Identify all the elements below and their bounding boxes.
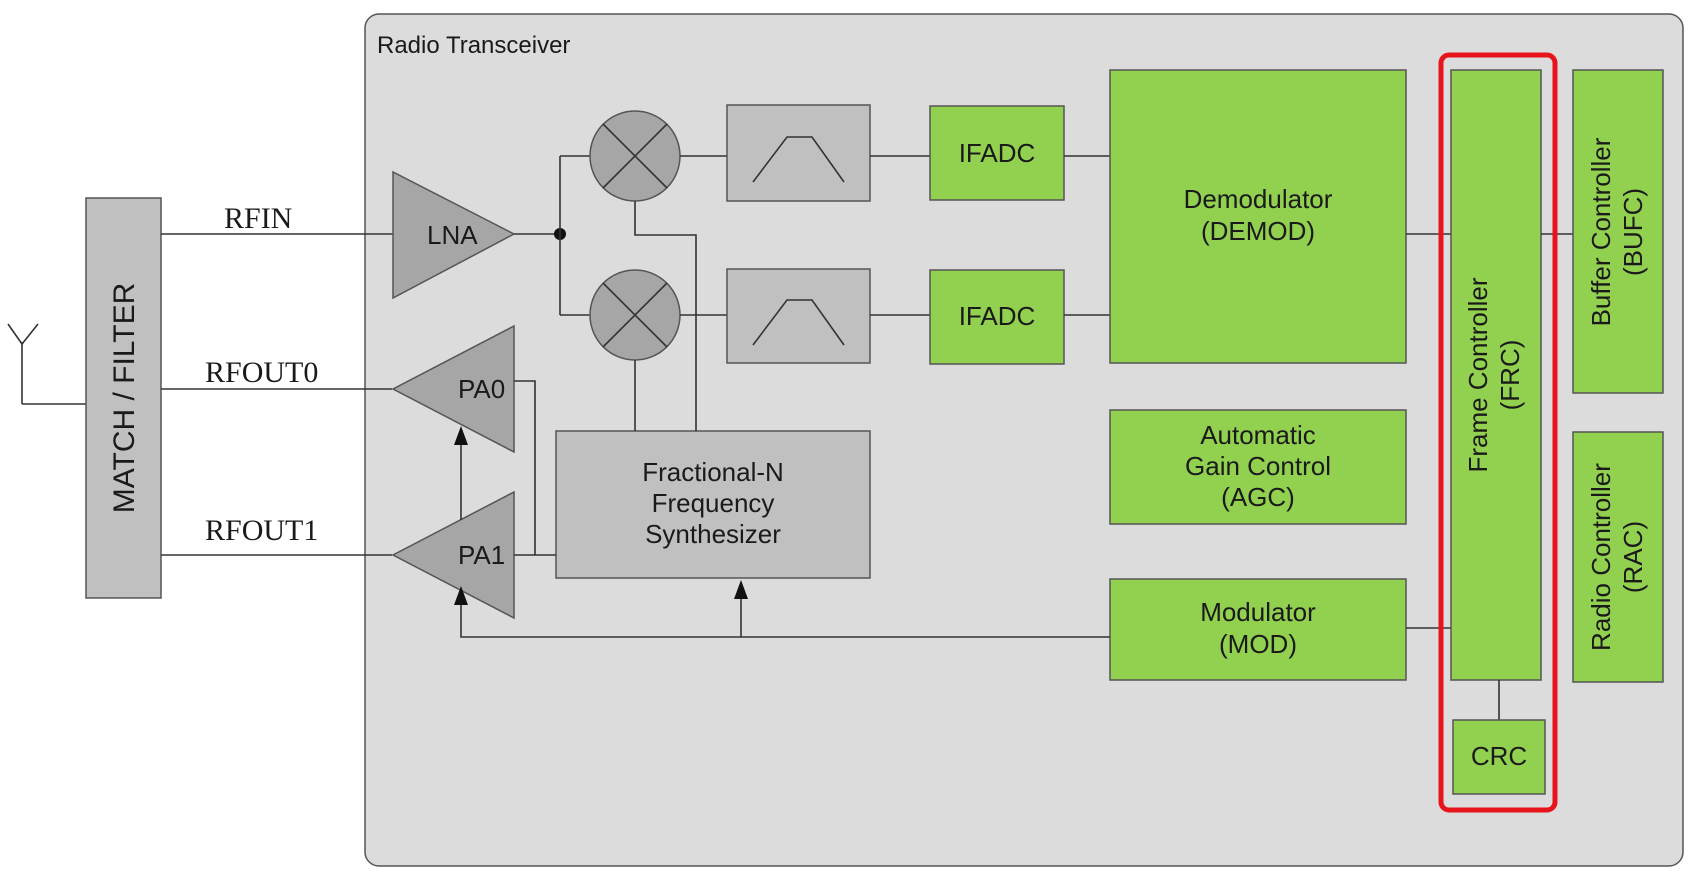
mixer-bottom-icon [589,269,681,361]
agc-line2: Gain Control [1185,451,1331,481]
fractional-n-synthesizer-block [555,430,871,579]
demod-line1: Demodulator [1184,184,1333,214]
arrow-up-icon-synth [734,580,748,599]
frc-line1: Frame Controller [1463,277,1493,472]
agc-block [1109,409,1407,525]
bandpass-filter-bottom [726,268,871,364]
frc-line2: (FRC) [1495,340,1525,411]
crc-block [1452,719,1546,795]
arrow-up-icon-pa1 [454,586,468,605]
bufc-line1: Buffer Controller [1586,137,1616,326]
rac-line2: (RAC) [1618,521,1648,593]
modulator-block [1109,578,1407,681]
bandpass-filter-bottom-icon [752,299,845,346]
port-rfout1-label: RFOUT1 [205,514,318,547]
rac-line1: Radio Controller [1586,463,1616,651]
bandpass-filter-top-icon [752,136,845,183]
lna-amplifier [392,170,516,300]
synth-line1: Fractional-N [642,457,784,487]
match-filter-label: MATCH / FILTER [108,283,141,514]
radio-controller-block [1572,431,1664,683]
synth-line3: Synthesizer [645,519,781,549]
buffer-controller-block [1572,69,1664,394]
match-filter-block [85,197,162,599]
mod-line2: (MOD) [1219,629,1297,659]
synth-line2: Frequency [652,488,775,518]
pa0-label: PA0 [458,374,505,404]
demodulator-block [1109,69,1407,364]
frc-highlight-box [1438,52,1558,813]
ifadc-bottom-block [929,269,1065,365]
agc-line3: (AGC) [1221,482,1295,512]
port-rfout0-label: RFOUT0 [205,356,318,389]
frame-controller-block [1450,69,1542,681]
pa0-amplifier [391,324,515,454]
arrow-up-icon [454,426,468,445]
mod-line1: Modulator [1200,597,1316,627]
bufc-line2: (BUFC) [1618,188,1648,276]
lna-label: LNA [427,220,478,250]
pa1-label: PA1 [458,540,505,570]
antenna-icon [7,323,86,405]
ifadc-bottom-label: IFADC [959,301,1036,331]
demod-line2: (DEMOD) [1201,216,1315,246]
ifadc-top-label: IFADC [959,138,1036,168]
agc-line1: Automatic [1200,420,1316,450]
container-title: Radio Transceiver [377,32,570,59]
mixer-top-icon [589,110,681,202]
bandpass-filter-top [726,104,871,202]
port-rfin-label: RFIN [224,202,292,235]
crc-label: CRC [1471,741,1527,771]
ifadc-top-block [929,105,1065,201]
